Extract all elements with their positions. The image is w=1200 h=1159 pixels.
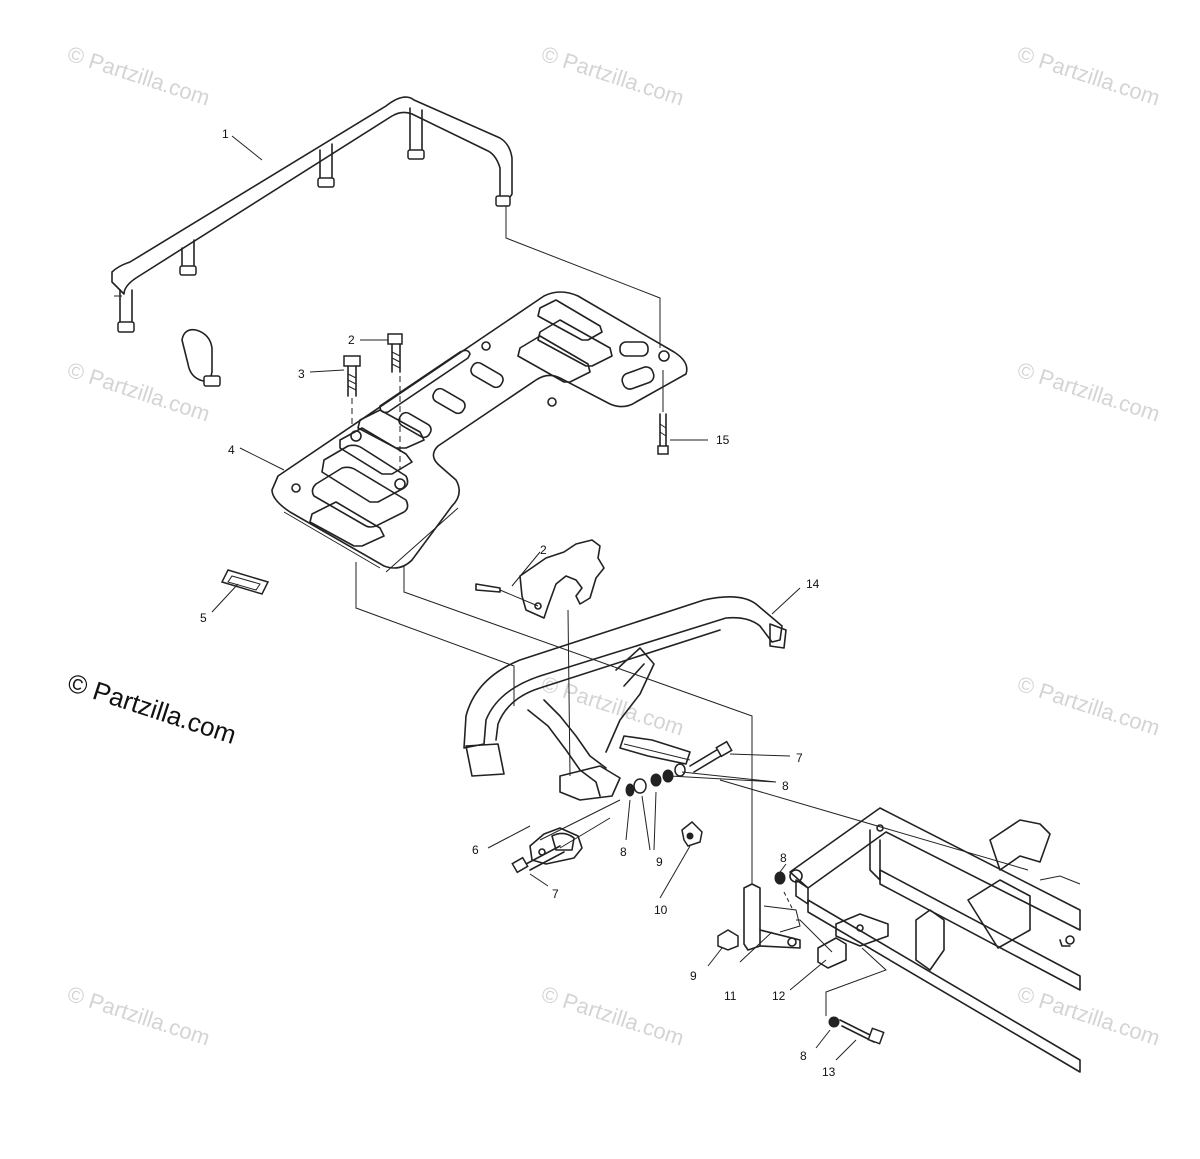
callout-label: 1 bbox=[222, 127, 229, 141]
watermark: © Partzilla.com bbox=[1014, 41, 1163, 111]
callout-label: 15 bbox=[716, 433, 730, 447]
latch-12 bbox=[817, 913, 889, 969]
watermark-main: © Partzilla.com bbox=[64, 667, 240, 750]
callout-label: 5 bbox=[200, 611, 207, 625]
mount-bracket bbox=[475, 539, 605, 619]
callout-label: 10 bbox=[654, 903, 668, 917]
watermark: © Partzilla.com bbox=[1014, 981, 1163, 1051]
callout-label: 12 bbox=[772, 989, 786, 1003]
watermark: © Partzilla.com bbox=[1014, 357, 1163, 427]
callout-label: 7 bbox=[552, 887, 559, 901]
reflector bbox=[220, 569, 270, 595]
watermark: © Partzilla.com bbox=[538, 41, 687, 111]
rack-rail bbox=[111, 96, 513, 387]
rack-platform bbox=[271, 291, 688, 573]
callout-label: 9 bbox=[690, 969, 697, 983]
watermark-group: © Partzilla.com © Partzilla.com © Partzi… bbox=[64, 41, 1163, 1051]
callout-label: 2 bbox=[540, 543, 547, 557]
callout-label: 8 bbox=[780, 851, 787, 865]
callout-label: 7 bbox=[796, 751, 803, 765]
watermark: © Partzilla.com bbox=[1014, 671, 1163, 741]
watermark: © Partzilla.com bbox=[538, 981, 687, 1051]
nut-9-lower bbox=[717, 929, 739, 951]
bolt-15 bbox=[657, 370, 669, 455]
bolt-3 bbox=[343, 355, 361, 428]
watermark: © Partzilla.com bbox=[64, 357, 213, 427]
washers-nuts-upper bbox=[625, 763, 686, 797]
watermark: © Partzilla.com bbox=[64, 41, 213, 111]
leader-lines bbox=[211, 135, 1029, 1061]
callout-label: 8 bbox=[782, 779, 789, 793]
callout-label: 4 bbox=[228, 443, 235, 457]
callout-label: 8 bbox=[800, 1049, 807, 1063]
bolt-2-top bbox=[387, 333, 403, 470]
callout-label: 13 bbox=[822, 1065, 836, 1079]
callout-label: 9 bbox=[656, 855, 663, 869]
callout-label: 2 bbox=[348, 333, 355, 347]
callout-label: 8 bbox=[620, 845, 627, 859]
callout-label: 14 bbox=[806, 577, 820, 591]
callout-label: 3 bbox=[298, 367, 305, 381]
callout-labels: 1 2 3 4 15 5 2 14 7 8 6 8 9 7 10 8 9 11 … bbox=[200, 127, 836, 1079]
watermark: © Partzilla.com bbox=[64, 981, 213, 1051]
bolt-7-upper bbox=[689, 740, 733, 773]
frame bbox=[789, 807, 1081, 1073]
nut-10 bbox=[681, 820, 703, 847]
bolt-13 bbox=[828, 1016, 885, 1045]
callout-label: 11 bbox=[724, 989, 737, 1003]
bolt-7-lower bbox=[511, 817, 611, 874]
callout-label: 6 bbox=[472, 843, 479, 857]
